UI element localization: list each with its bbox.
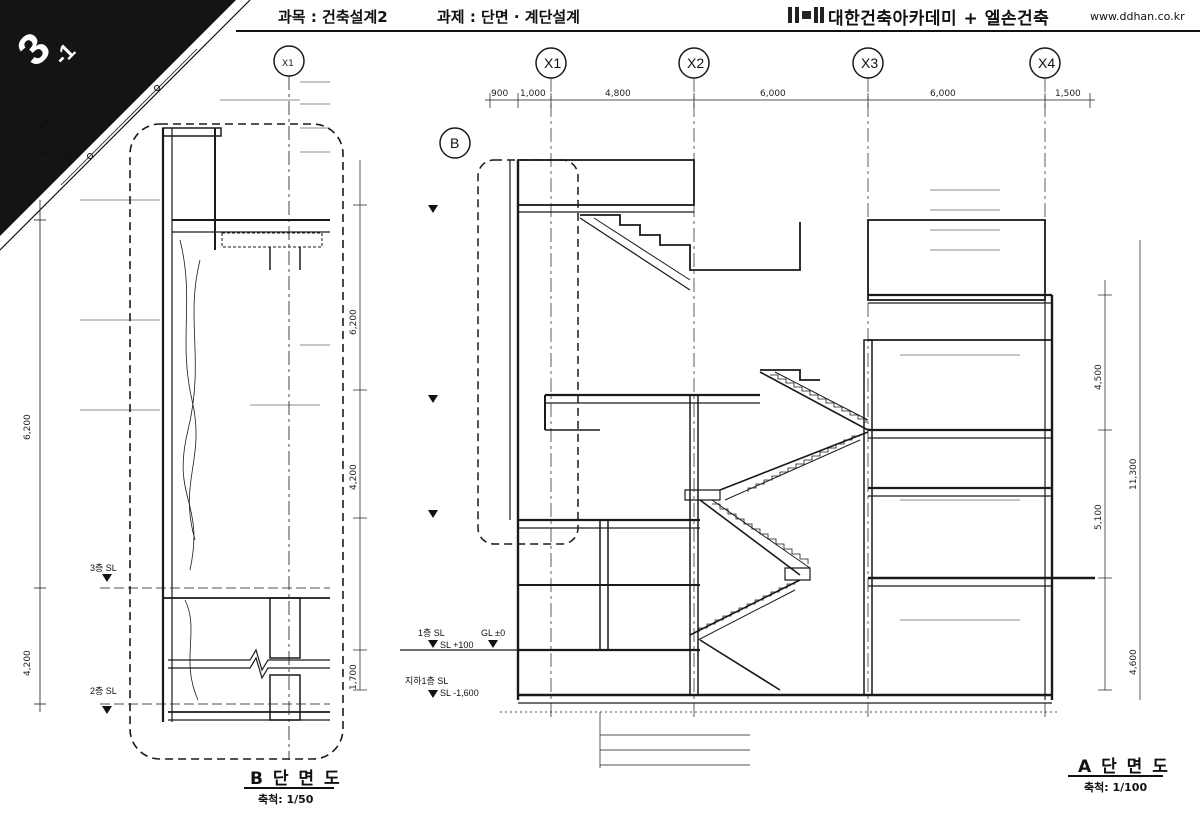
a-dim-right-11300: 11,300	[1129, 458, 1139, 490]
a-section	[353, 47, 1141, 768]
a-title-underline	[1068, 775, 1163, 777]
a-grid-label-x3: X3	[861, 55, 878, 71]
a-dim-top-1500: 1,500	[1055, 89, 1081, 99]
b-section-scale: 축척: 1/50	[258, 793, 314, 806]
a-level-1f-value: SL +100	[440, 640, 473, 650]
a-dim-right-4500: 4,500	[1094, 364, 1104, 390]
a-dim-left-6200: 6,200	[349, 309, 359, 335]
a-dim-top-900: 900	[491, 89, 508, 99]
a-grid-label-x4: X4	[1038, 55, 1055, 71]
b-grid-label: X1	[282, 59, 294, 69]
a-level-ground: GL ±0	[481, 628, 505, 638]
task-label: 과제 : 단면 · 계단설계	[437, 8, 580, 26]
a-level-basement-value: SL -1,600	[440, 688, 479, 698]
b-title-underline	[244, 787, 334, 789]
b-section	[34, 45, 344, 760]
b-dim-vertical-upper: 6,200	[23, 414, 33, 440]
header-rule	[236, 30, 1200, 32]
b-level-2f: 2층 SL	[90, 686, 117, 696]
a-grid-label-x1: X1	[544, 55, 561, 71]
b-section-text: X1 3층 SL 2층 SL 6,200 4,200	[23, 59, 294, 696]
website-url: www.ddhan.co.kr	[1090, 10, 1185, 23]
b-level-3f: 3층 SL	[90, 563, 117, 573]
a-dim-left-1700: 1,700	[349, 664, 359, 690]
a-dim-right-4600: 4,600	[1129, 649, 1139, 675]
b-section-title: B 단 면 도	[250, 769, 342, 789]
a-dim-top-6000-a: 6,000	[760, 89, 786, 99]
a-level-1f: 1층 SL	[418, 628, 445, 638]
brand-name: 대한건축아카데미 + 엘손건축	[828, 9, 1050, 29]
corner-badge: 3 -1 2012 건축사자격시험 응시번호 성 명 감독확인 (인)	[0, 0, 251, 251]
a-dim-right-5100: 5,100	[1094, 504, 1104, 530]
a-section-scale: 축척: 1/100	[1084, 781, 1148, 794]
a-dim-top-1000: 1,000	[520, 89, 546, 99]
a-dim-left-4200: 4,200	[349, 464, 359, 490]
b-dim-vertical-lower: 4,200	[23, 650, 33, 676]
a-dim-top-6000-b: 6,000	[930, 89, 956, 99]
subject-label: 과목 : 건축설계2	[278, 8, 388, 26]
detail-callout-b: B	[450, 135, 459, 151]
a-level-basement: 지하1층 SL	[405, 676, 448, 686]
a-grid-label-x2: X2	[687, 55, 704, 71]
a-section-title: A 단 면 도	[1078, 757, 1170, 777]
brand-logo-icon	[788, 7, 824, 23]
a-dim-top-4800: 4,800	[605, 89, 631, 99]
a-section-text: X1 X2 X3 X4 B 900 1,000 4,800 6,000 6,00…	[349, 55, 1139, 698]
